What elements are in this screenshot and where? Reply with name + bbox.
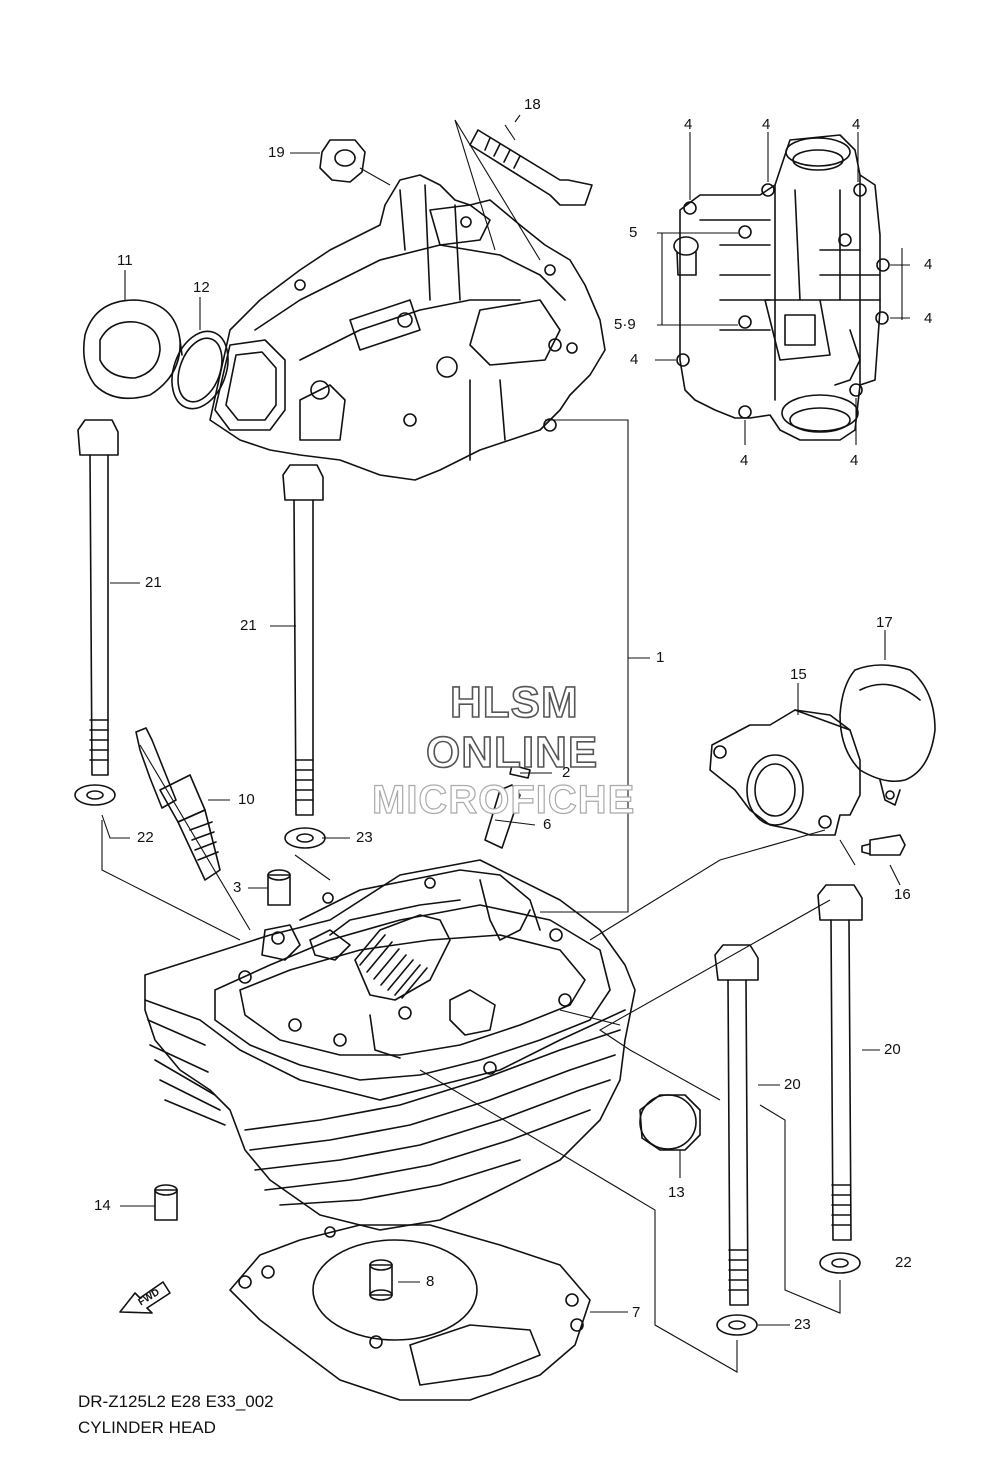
leader-lines: [101, 114, 901, 1373]
callout-4-b: 4: [762, 116, 771, 133]
watermark-line-1: HLSM: [449, 677, 579, 728]
callout-12: 12: [193, 279, 210, 296]
head-gasket-7: [229, 1224, 591, 1401]
washer-23-right: [716, 1314, 758, 1336]
callout-15: 15: [790, 666, 807, 683]
callout-14: 14: [94, 1197, 111, 1214]
callout-21-b: 21: [240, 617, 257, 634]
intake-pipe-15: [709, 709, 861, 836]
cylinder-head-body: [144, 859, 636, 1231]
dowel-pin-3: [267, 869, 291, 906]
callout-4-g: 4: [740, 452, 749, 469]
valve-guide-6: [484, 784, 521, 849]
callout-2: 2: [562, 764, 571, 781]
watermark-line-3: MICROFICHE: [371, 777, 636, 822]
plug-19: [319, 139, 366, 183]
cylinder-head-cover: [209, 174, 606, 481]
callout-22-b: 22: [895, 1254, 912, 1271]
bolt-20-right: [817, 884, 863, 1241]
cap-13: [639, 1094, 701, 1151]
stud-bolt-21-right: [282, 464, 324, 816]
washer-22-right: [819, 1252, 861, 1274]
callout-4-h: 4: [850, 452, 859, 469]
o-ring-12: [171, 330, 229, 410]
diagram-code: DR-Z125L2 E28 E33_002: [78, 1392, 274, 1411]
callout-13: 13: [668, 1184, 685, 1201]
callout-5: 5: [629, 224, 638, 241]
callout-4-e: 4: [924, 310, 933, 327]
washer-22-left: [74, 784, 116, 806]
clamp-17: [839, 664, 936, 806]
callout-4-a: 4: [684, 116, 693, 133]
clip-2: [509, 764, 531, 779]
callout-3: 3: [233, 879, 242, 896]
washer-23-left: [284, 827, 326, 849]
callout-23-a: 23: [356, 829, 373, 846]
dowel-pin-14: [154, 1184, 178, 1221]
callout-4-f: 4: [630, 351, 639, 368]
watermark-line-2: ONLINE: [425, 727, 599, 778]
callout-7: 7: [632, 1304, 641, 1321]
callout-8: 8: [426, 1273, 435, 1290]
fwd-arrow-icon: [119, 1281, 171, 1314]
callout-6: 6: [543, 816, 552, 833]
callout-10: 10: [238, 791, 255, 808]
bolt-20-left: [714, 944, 759, 1306]
cap-11: [82, 299, 183, 400]
head-cover-leaders: [655, 132, 910, 445]
callout-16: 16: [894, 886, 911, 903]
callout-4-d: 4: [924, 256, 933, 273]
callout-21-a: 21: [145, 574, 162, 591]
callout-17: 17: [876, 614, 893, 631]
callout-1: 1: [656, 649, 665, 666]
head-cover-inner-view: [673, 134, 890, 441]
spark-plug-10: [135, 727, 221, 881]
callout-22-a: 22: [137, 829, 154, 846]
callout-23-b: 23: [794, 1316, 811, 1333]
callout-5-9: 5·9: [614, 316, 636, 333]
callout-11: 11: [117, 252, 133, 269]
callout-18: 18: [524, 96, 541, 113]
diagram-title: CYLINDER HEAD: [78, 1418, 216, 1437]
callout-19: 19: [268, 144, 285, 161]
callout-20-a: 20: [784, 1076, 801, 1093]
stud-bolt-21-left: [77, 419, 119, 776]
callout-20-b: 20: [884, 1041, 901, 1058]
screw-16: [861, 834, 906, 856]
callout-4-c: 4: [852, 116, 861, 133]
dowel-pin-8: [369, 1259, 393, 1301]
bolt-18: [469, 129, 593, 206]
